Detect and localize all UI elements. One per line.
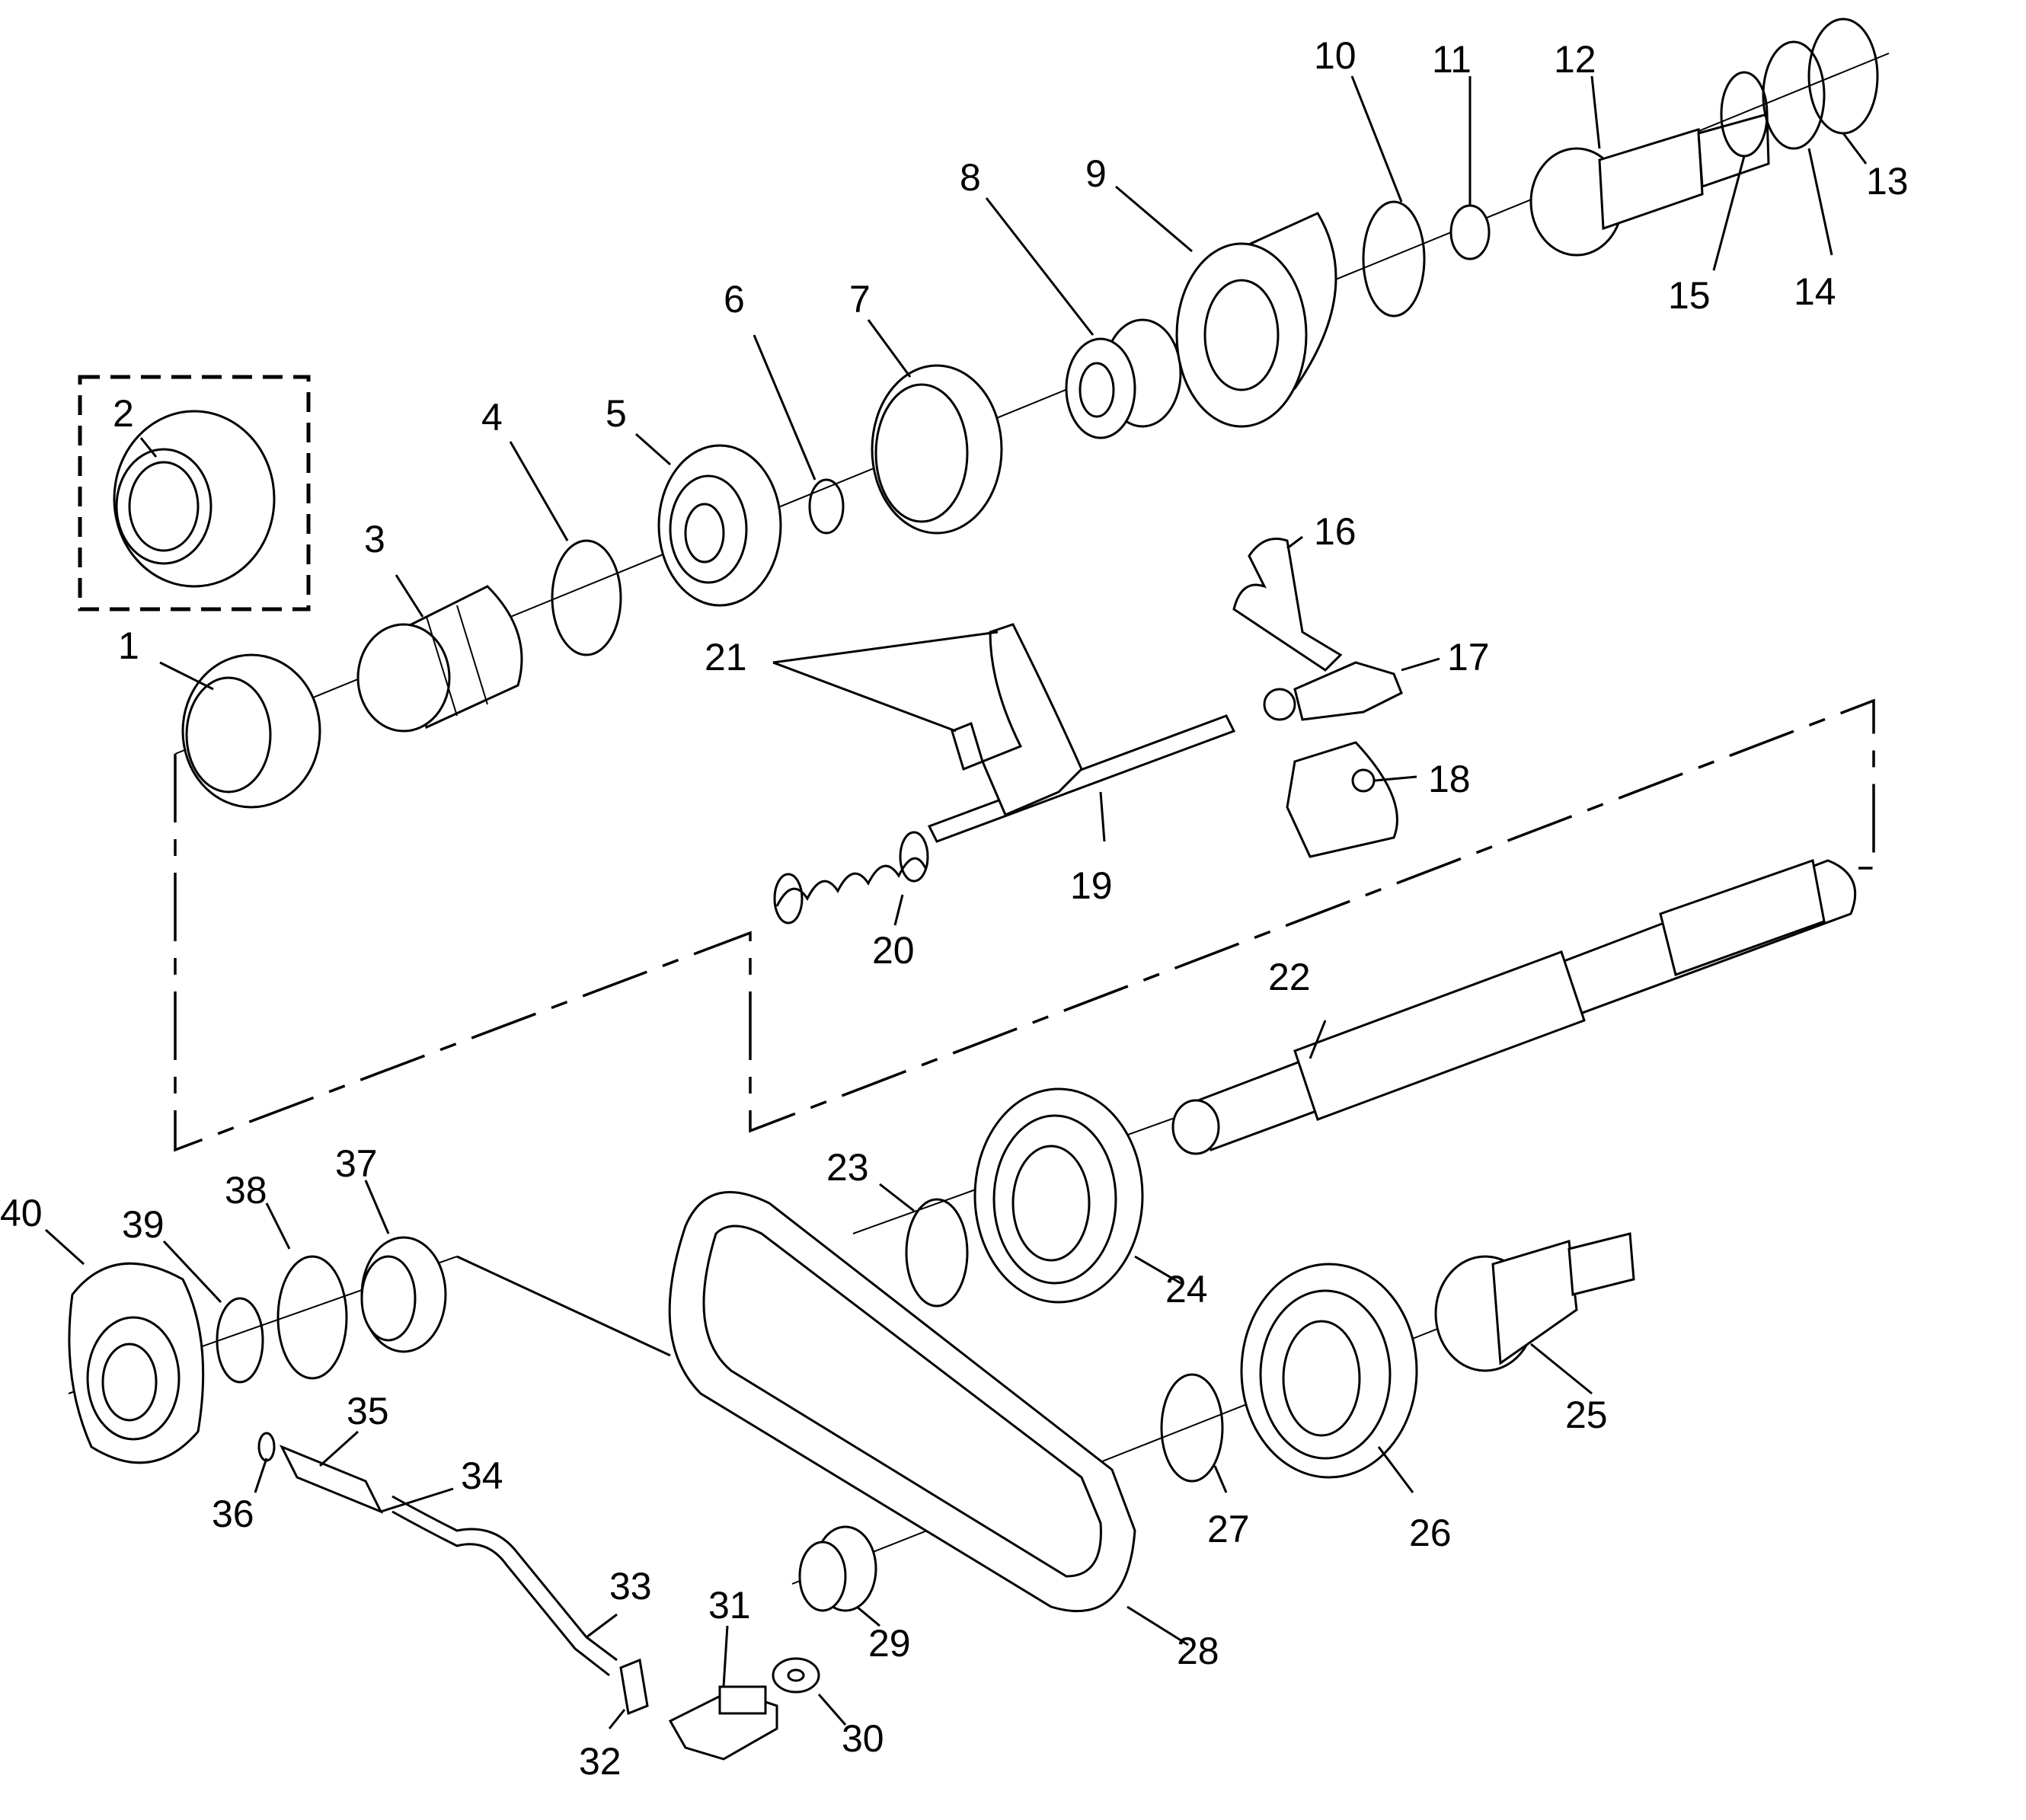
part-24-drive-sprocket (973, 1087, 1144, 1304)
part-39-retaining-ring (216, 1297, 264, 1384)
callout-21: 21 (705, 636, 747, 679)
callout-1: 1 (118, 624, 139, 667)
part-8-bearing (1065, 318, 1182, 439)
part-21-shift-fork (951, 623, 1083, 816)
callout-38: 38 (225, 1169, 267, 1212)
callout-23: 23 (826, 1146, 869, 1189)
part-27-snap-ring (1160, 1373, 1224, 1483)
callout-4: 4 (481, 396, 503, 439)
part-33-34-tube (391, 1495, 618, 1677)
callout-18: 18 (1428, 758, 1471, 800)
part-18-lever-plate (1286, 741, 1398, 858)
part-12-output-shaft (1529, 113, 1770, 257)
part-4-snap-ring (551, 539, 622, 656)
callout-34: 34 (461, 1454, 503, 1497)
part-26-driven-sprocket (1240, 1263, 1418, 1479)
part-9-carrier (1175, 212, 1337, 428)
part-6-retaining-ring (808, 478, 845, 535)
callout-15: 15 (1668, 274, 1711, 317)
part-20-spring (773, 831, 929, 924)
callout-8: 8 (960, 156, 981, 199)
callout-3: 3 (364, 518, 385, 560)
part-28-drive-chain (668, 1191, 1136, 1613)
leader-lines (44, 75, 1868, 1729)
part-37-seal (360, 1236, 447, 1353)
callout-17: 17 (1447, 636, 1490, 679)
callout-16: 16 (1314, 510, 1357, 553)
callout-7: 7 (849, 278, 871, 321)
part-11-bushing (1449, 204, 1491, 260)
callout-35: 35 (347, 1390, 389, 1432)
part-25-front-output-shaft (1434, 1232, 1635, 1372)
callout-37: 37 (335, 1142, 378, 1185)
part-40-pump-housing (68, 1262, 205, 1464)
part-1-hub (181, 653, 321, 809)
part-23-snap-ring (905, 1198, 969, 1308)
callout-22: 22 (1268, 956, 1311, 998)
callout-19: 19 (1070, 864, 1113, 907)
callout-26: 26 (1409, 1512, 1452, 1554)
callout-10: 10 (1314, 34, 1357, 77)
callout-31: 31 (708, 1584, 751, 1627)
callout-32: 32 (579, 1740, 622, 1783)
callout-27: 27 (1207, 1508, 1250, 1550)
part-36-clip (257, 1432, 276, 1462)
part-2-inset-box (78, 375, 311, 611)
callout-11: 11 (1432, 38, 1472, 81)
callout-20: 20 (872, 929, 915, 972)
callout-25: 25 (1565, 1394, 1608, 1436)
part-32-connector (619, 1658, 649, 1716)
callout-6: 6 (724, 278, 745, 321)
callout-2: 2 (113, 392, 134, 435)
part-10-thrust-washer (1362, 200, 1426, 318)
part-31-pump-pickup (668, 1685, 778, 1761)
callout-40: 40 (0, 1192, 43, 1234)
callout-28: 28 (1177, 1630, 1219, 1672)
callout-30: 30 (842, 1717, 884, 1760)
callout-9: 9 (1085, 152, 1107, 195)
part-7-sleeve (871, 364, 1003, 535)
callout-12: 12 (1554, 38, 1596, 81)
callout-numbers: 1 2 3 4 5 6 7 8 9 10 11 12 13 14 15 16 1… (0, 34, 1909, 1783)
part-30-washer (772, 1657, 820, 1694)
callout-33: 33 (609, 1565, 652, 1608)
part-3-needle-bearing (356, 585, 523, 733)
part-38-snap-ring (276, 1255, 348, 1380)
callout-29: 29 (868, 1622, 911, 1665)
callout-14: 14 (1794, 270, 1836, 313)
callout-24: 24 (1165, 1268, 1208, 1311)
part-22-mainshaft (1171, 859, 1857, 1155)
part-5-gear (657, 444, 782, 607)
callout-39: 39 (122, 1203, 165, 1246)
callout-13: 13 (1866, 160, 1909, 203)
part-29-bearing (798, 1525, 877, 1612)
callout-5: 5 (606, 392, 627, 435)
part-16-shift-fork (1232, 538, 1343, 672)
dashed-connectors (174, 698, 1875, 1152)
callout-36: 36 (212, 1493, 254, 1535)
part-17-detent (1263, 661, 1403, 721)
